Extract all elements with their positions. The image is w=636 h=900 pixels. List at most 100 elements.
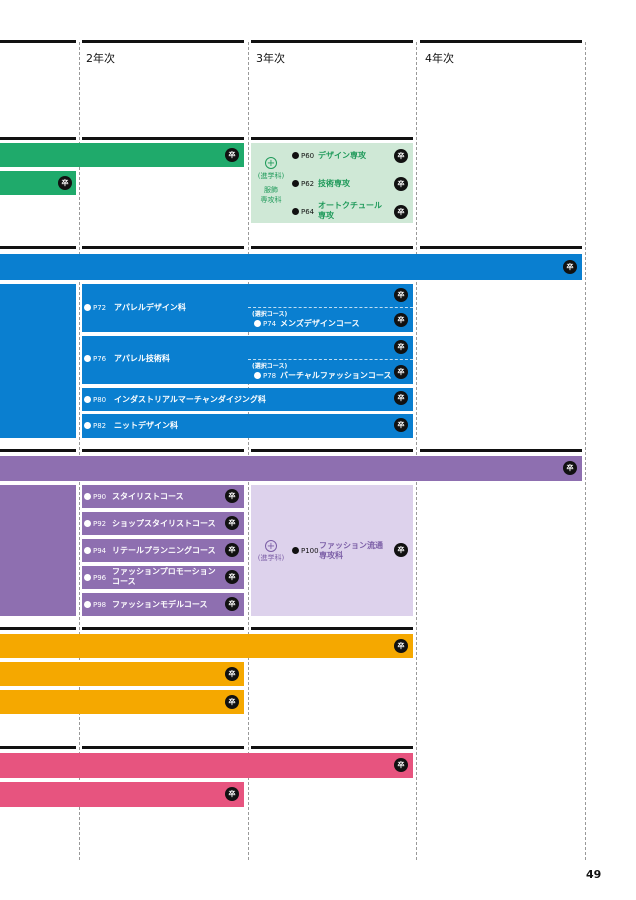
green-course-ref: P62 <box>292 179 314 189</box>
graduation-icon: 卒 <box>394 149 408 163</box>
green-course-name: オートクチュール <box>318 201 382 210</box>
arrow-icon <box>84 601 91 608</box>
pink-rule-3 <box>251 746 413 749</box>
year-2-label: 2年次 <box>86 52 115 65</box>
blue-ref: P82 <box>84 421 106 431</box>
graduation-icon: 卒 <box>225 516 239 530</box>
purple-course-box <box>82 485 244 508</box>
graduation-icon: 卒 <box>394 639 408 653</box>
purple-name: ファッションモデルコース <box>112 600 208 609</box>
header-rule-2 <box>82 40 244 43</box>
purple-rule-3 <box>251 449 413 452</box>
blue-bar-4year <box>0 254 582 280</box>
orange-rule-3 <box>251 627 413 630</box>
blue-sub-ref: P74 <box>254 319 276 329</box>
divider <box>248 359 413 360</box>
green-bar-2year <box>0 143 244 167</box>
graduation-icon: 卒 <box>394 365 408 379</box>
arrow-icon <box>254 372 261 379</box>
pink-rule-2 <box>82 746 244 749</box>
orange-bar-2year-a <box>0 662 244 686</box>
year-4-label: 4年次 <box>425 52 454 65</box>
purple-rule-4 <box>420 449 582 452</box>
purple-ref: P90 <box>84 492 106 502</box>
orange-rule-2 <box>82 627 244 630</box>
green-course-ref: P64 <box>292 207 314 217</box>
purple-name: ファッションプロモーション <box>112 567 216 576</box>
blue-ref: P72 <box>84 303 106 313</box>
orange-bar-3year <box>0 634 413 658</box>
arrow-icon <box>84 520 91 527</box>
page-number: 49 <box>586 868 602 881</box>
purple-name: リテールプランニングコース <box>112 546 216 555</box>
green-rule-1 <box>0 137 76 140</box>
pink-bar-2year <box>0 782 244 807</box>
year-guide-3 <box>248 42 249 860</box>
blue-name: インダストリアルマーチャンダイジング科 <box>114 395 266 404</box>
pink-rule-1 <box>0 746 76 749</box>
green-senkoka-name-1: 服飾 <box>264 186 278 194</box>
graduation-icon: 卒 <box>225 787 239 801</box>
green-senkoka-box <box>251 143 413 223</box>
purple-course-box <box>82 566 244 589</box>
graduation-icon: 卒 <box>225 597 239 611</box>
graduation-icon: 卒 <box>394 313 408 327</box>
year-guide-2 <box>79 42 80 860</box>
purple-rule-2 <box>82 449 244 452</box>
arrow-icon <box>84 355 91 362</box>
plus-icon: + <box>265 540 277 552</box>
purple-senkoka-ref: P100 <box>292 546 319 556</box>
green-course-name: デザイン専攻 <box>318 151 366 160</box>
blue-rule-3 <box>251 246 413 249</box>
arrow-icon <box>84 574 91 581</box>
graduation-icon: 卒 <box>225 695 239 709</box>
purple-name: コース <box>112 577 136 586</box>
purple-bar-1year <box>0 485 76 616</box>
blue-name: アパレルデザイン科 <box>114 303 186 312</box>
graduation-icon: 卒 <box>563 260 577 274</box>
blue-sub-name: バーチャルファッションコース <box>280 371 392 380</box>
green-senkoka-name-2: 専攻科 <box>260 196 282 204</box>
orange-rule-1 <box>0 627 76 630</box>
header-rule-4 <box>420 40 582 43</box>
blue-bar-1year <box>0 284 76 438</box>
graduation-icon: 卒 <box>394 418 408 432</box>
green-rule-2 <box>82 137 244 140</box>
arrow-icon <box>292 208 299 215</box>
blue-sub-tag: (選択コース) <box>252 311 288 318</box>
blue-apparel-tech-box <box>82 336 413 384</box>
arrow-icon <box>84 493 91 500</box>
graduation-icon: 卒 <box>225 543 239 557</box>
plus-icon: + <box>265 157 277 169</box>
graduation-icon: 卒 <box>394 340 408 354</box>
graduation-icon: 卒 <box>394 758 408 772</box>
blue-ref: P76 <box>84 354 106 364</box>
year-guide-end <box>585 42 586 860</box>
graduation-icon: 卒 <box>225 489 239 503</box>
arrow-icon <box>292 152 299 159</box>
purple-course-box <box>82 512 244 535</box>
purple-ref: P92 <box>84 519 106 529</box>
arrow-icon <box>292 180 299 187</box>
graduation-icon: 卒 <box>394 391 408 405</box>
purple-course-box <box>82 593 244 616</box>
purple-ref: P96 <box>84 573 106 583</box>
purple-name: スタイリストコース <box>112 492 184 501</box>
graduation-icon: 卒 <box>58 176 72 190</box>
orange-bar-2year-b <box>0 690 244 714</box>
arrow-icon <box>84 396 91 403</box>
purple-ref: P98 <box>84 600 106 610</box>
blue-sub-tag: (選択コース) <box>252 363 288 370</box>
blue-name: ニットデザイン科 <box>114 421 178 430</box>
blue-ref: P80 <box>84 395 106 405</box>
blue-rule-1 <box>0 246 76 249</box>
graduation-icon: 卒 <box>394 288 408 302</box>
green-course-ref: P60 <box>292 151 314 161</box>
header-rule-3 <box>251 40 413 43</box>
purple-course-box <box>82 539 244 562</box>
arrow-icon <box>292 547 299 554</box>
year-3-label: 3年次 <box>256 52 285 65</box>
blue-rule-4 <box>420 246 582 249</box>
arrow-icon <box>84 547 91 554</box>
header-rule-1 <box>0 40 76 43</box>
